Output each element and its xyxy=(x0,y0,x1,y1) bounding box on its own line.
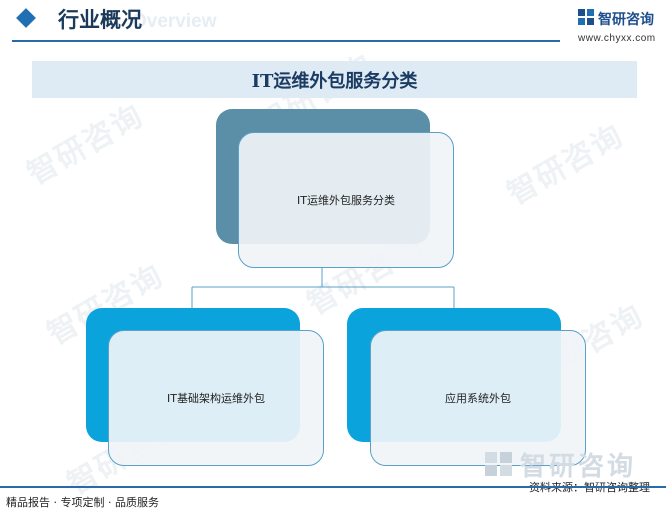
header-divider xyxy=(12,40,560,42)
child-node-infrastructure: IT基础架构运维外包 xyxy=(108,330,324,466)
root-node-label: IT运维外包服务分类 xyxy=(297,194,395,207)
brand-logo-icon xyxy=(578,9,594,25)
diagram-title-banner: IT运维外包服务分类 xyxy=(32,61,637,98)
brand-url[interactable]: www.chyxx.com xyxy=(578,33,656,44)
child-node-label: 应用系统外包 xyxy=(445,392,511,405)
brand-name: 智研咨询 xyxy=(598,12,654,28)
header-ghost-text: Overview xyxy=(132,11,217,32)
footer-watermark-logo: 智研咨询 xyxy=(484,448,654,482)
footer-logo-text: 智研咨询 xyxy=(520,451,637,482)
diagram-title: IT运维外包服务分类 xyxy=(251,70,418,92)
footer-logo-icon xyxy=(485,452,512,476)
child-node-label: IT基础架构运维外包 xyxy=(167,392,265,405)
child-node-application: 应用系统外包 xyxy=(370,330,586,466)
section-title: 行业概况 xyxy=(58,8,142,32)
root-node: IT运维外包服务分类 xyxy=(238,132,454,268)
footer-slogan: 精品报告 · 专项定制 · 品质服务 xyxy=(6,496,159,509)
footer-divider xyxy=(0,486,666,488)
